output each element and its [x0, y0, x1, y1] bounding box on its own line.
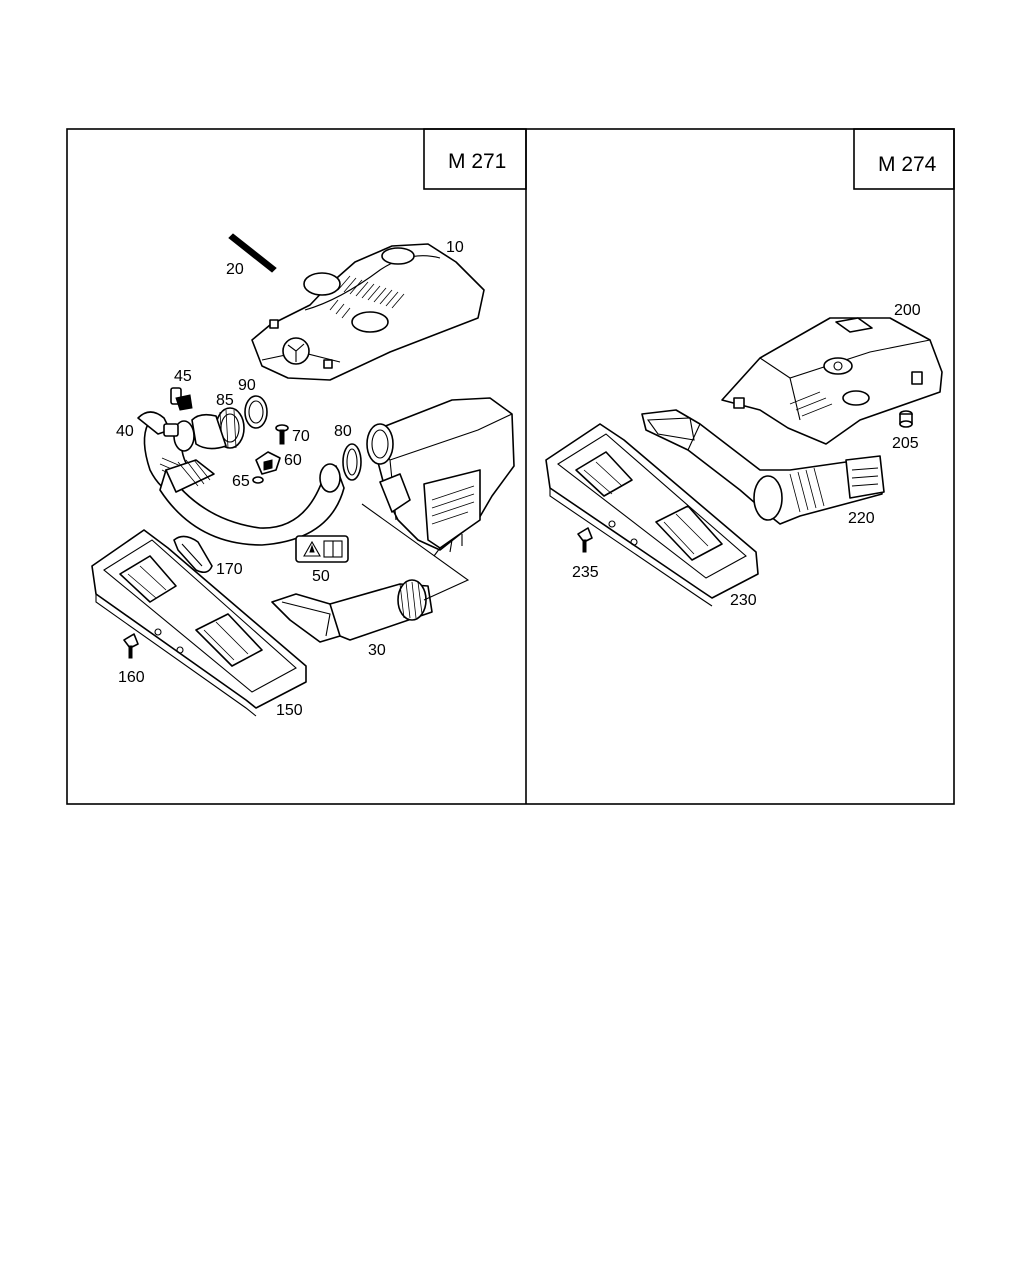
part-235-clip	[577, 527, 593, 553]
part-200-engine-cover	[721, 317, 943, 445]
part-50-warning-label	[295, 535, 349, 563]
part-10-engine-cover	[251, 243, 485, 381]
part-230-intake-tray	[545, 423, 759, 607]
callout-235: 235	[572, 564, 599, 581]
callout-230: 230	[730, 592, 757, 609]
part-170-grommet	[173, 535, 213, 574]
callout-150: 150	[276, 702, 303, 719]
callout-80: 80	[334, 423, 352, 440]
part-150-intake-tray	[91, 529, 307, 717]
guide-lines	[361, 503, 470, 601]
part-90-ring	[244, 395, 268, 429]
callout-30: 30	[368, 642, 386, 659]
callout-50: 50	[312, 568, 330, 585]
callout-10: 10	[446, 239, 464, 256]
part-205-grommet	[899, 410, 913, 428]
callout-60: 60	[284, 452, 302, 469]
callout-170: 170	[216, 561, 243, 578]
callout-40: 40	[116, 423, 134, 440]
air-filter-housing	[366, 397, 515, 557]
callout-85: 85	[216, 392, 234, 409]
callout-65: 65	[232, 473, 250, 490]
callout-45: 45	[174, 368, 192, 385]
part-45-valve	[170, 387, 193, 411]
callout-labels: 10 20 45 90 85 40 70 60 65 80 170 50 30 …	[116, 239, 921, 719]
part-160-clip	[123, 633, 139, 659]
intake-duct	[159, 459, 345, 546]
callout-70: 70	[292, 428, 310, 445]
callout-160: 160	[118, 669, 145, 686]
part-80-clamp	[342, 443, 362, 481]
part-220-intake-duct	[641, 409, 885, 525]
part-85-sleeve	[191, 407, 245, 450]
panel-title-left: M 271	[448, 150, 506, 173]
part-60-sensor	[255, 451, 281, 475]
callout-205: 205	[892, 435, 919, 452]
callout-20: 20	[226, 261, 244, 278]
callout-200: 200	[894, 302, 921, 319]
callout-220: 220	[848, 510, 875, 527]
callout-90: 90	[238, 377, 256, 394]
part-70-screw	[275, 424, 289, 445]
panel-frames	[66, 128, 955, 805]
panel-title-right: M 274	[878, 153, 937, 176]
part-20-seal-strip	[228, 233, 277, 273]
part-65-ring	[252, 476, 264, 484]
part-30-intake-snorkel	[271, 579, 433, 643]
